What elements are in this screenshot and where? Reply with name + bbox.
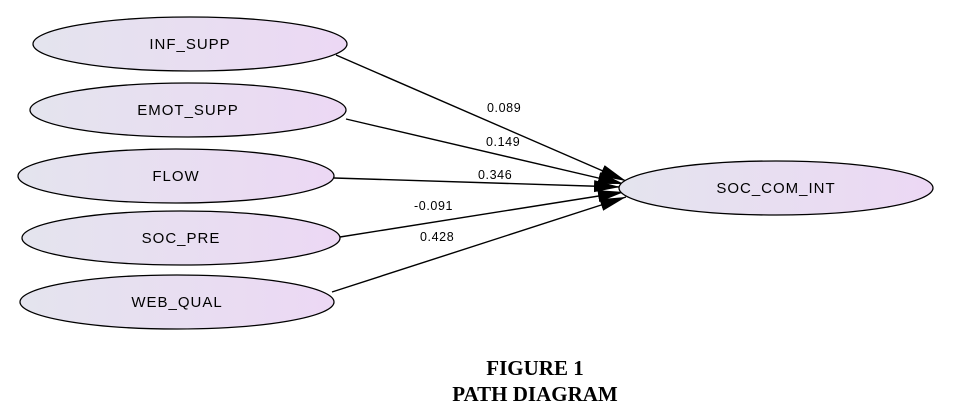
path-coefficient-soc-pre: -0.091 [414,199,453,213]
path-coefficient-inf-supp: 0.089 [487,101,521,115]
path-arrow-emot-supp [345,118,625,185]
path-coefficient-web-qual: 0.428 [420,230,454,244]
path-diagram: 0.089 0.149 0.346 -0.091 0.428 INF_SUPP … [17,16,934,330]
node-web-qual: WEB_QUAL [19,274,335,330]
path-arrows [331,54,627,293]
path-arrow-inf-supp [335,54,627,182]
node-flow: FLOW [17,148,335,204]
node-label-soc-pre: SOC_PRE [142,230,221,247]
node-soc-pre: SOC_PRE [21,210,341,266]
node-label-soc-com-int: SOC_COM_INT [716,180,835,197]
path-arrow-flow [333,177,621,193]
path-coefficient-emot-supp: 0.149 [486,135,520,149]
node-label-emot-supp: EMOT_SUPP [137,102,239,119]
path-coefficient-flow: 0.346 [478,168,512,182]
path-arrow-soc-pre [339,190,625,238]
path-arrow-web-qual [331,196,627,293]
node-emot-supp: EMOT_SUPP [29,82,347,138]
node-label-web-qual: WEB_QUAL [131,294,222,311]
node-inf-supp: INF_SUPP [32,16,348,72]
node-soc-com-int: SOC_COM_INT [618,160,934,216]
figure-title: PATH DIAGRAM [452,382,618,406]
node-label-inf-supp: INF_SUPP [149,36,230,53]
node-label-flow: FLOW [152,168,199,185]
figure-number: FIGURE 1 [486,356,584,380]
